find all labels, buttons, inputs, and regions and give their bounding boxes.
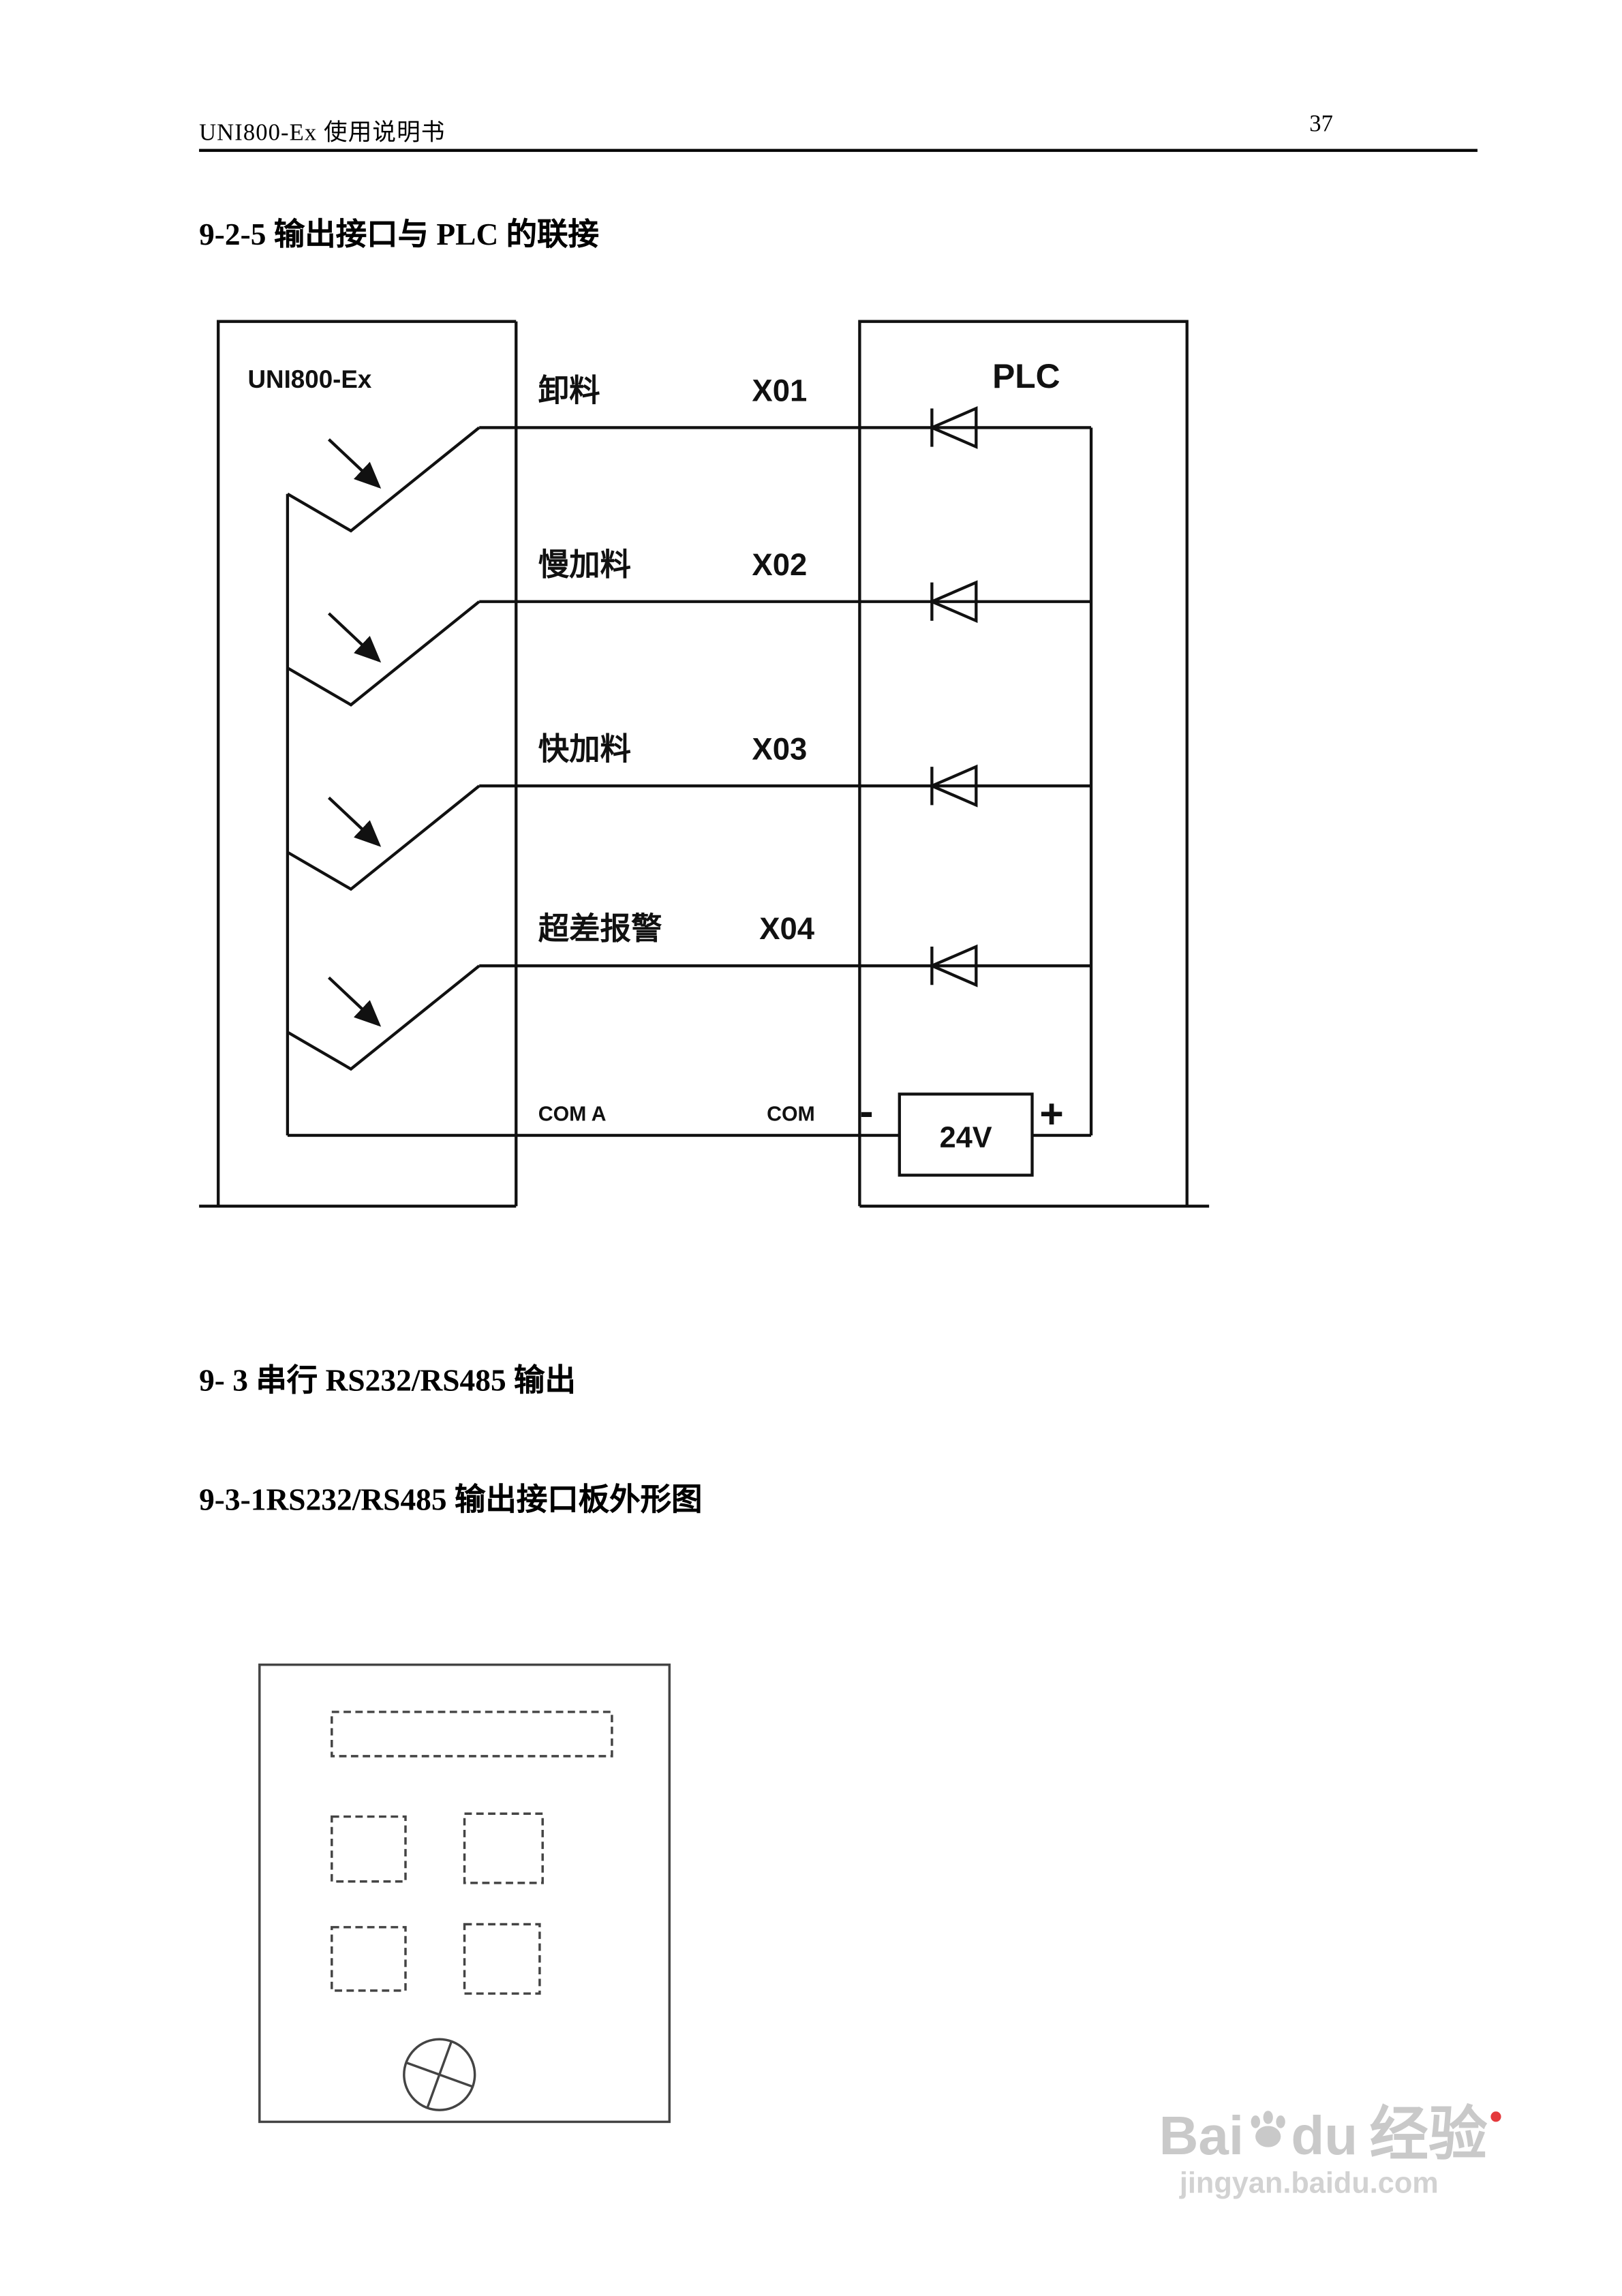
diode-x03 bbox=[928, 764, 978, 808]
transistor-x02 bbox=[286, 600, 480, 707]
rs232-rs485-board-outline bbox=[258, 1663, 671, 2124]
device-label: UNI800-Ex bbox=[247, 365, 371, 393]
board-frame bbox=[258, 1663, 671, 2124]
transistor-x03 bbox=[286, 784, 480, 891]
device-outline bbox=[199, 320, 518, 1208]
plc-label: PLC bbox=[992, 357, 1060, 395]
watermark-url: jingyan.baidu.com bbox=[1179, 2167, 1439, 2201]
row2-name: 慢加料 bbox=[538, 547, 631, 582]
mounting-hole-icon bbox=[403, 2038, 476, 2111]
supply-24v: 24V - + bbox=[859, 1088, 1064, 1177]
watermark-bai-text: Bai bbox=[1159, 2104, 1244, 2166]
watermark-du-text: du bbox=[1291, 2104, 1358, 2166]
com-a-label: COM A bbox=[538, 1103, 607, 1125]
header-rule bbox=[199, 149, 1478, 152]
transistor-x04 bbox=[286, 964, 480, 1071]
supply-24v-label: 24V bbox=[940, 1121, 992, 1154]
com-label: COM bbox=[767, 1103, 815, 1125]
row4-terminal: X04 bbox=[759, 911, 815, 946]
output-wires bbox=[479, 426, 1092, 968]
row4-name: 超差报警 bbox=[538, 911, 662, 946]
diode-x01 bbox=[928, 406, 978, 449]
common-rail bbox=[286, 427, 1093, 1137]
baidu-paw-icon bbox=[1250, 2111, 1285, 2147]
watermark-logo: Bai du 经验 bbox=[1159, 2106, 1501, 2165]
row3-name: 快加料 bbox=[538, 731, 631, 766]
plc-outline bbox=[858, 320, 1210, 1208]
board-connector-slot bbox=[331, 1711, 613, 1758]
supply-plus-sign: + bbox=[1039, 1090, 1063, 1137]
supply-minus-sign: - bbox=[859, 1088, 873, 1134]
doc-header-title: UNI800-Ex 使用说明书 bbox=[199, 121, 446, 147]
watermark: Bai du 经验 jingyan.baidu.com bbox=[1159, 2106, 1501, 2202]
row1-name: 卸料 bbox=[538, 373, 600, 408]
heading-9-3: 9- 3 串行 RS232/RS485 输出 bbox=[199, 1362, 576, 1398]
heading-9-2-5: 9-2-5 输出接口与 PLC 的联接 bbox=[199, 217, 599, 252]
diode-x04 bbox=[928, 944, 978, 988]
row3-terminal: X03 bbox=[752, 731, 807, 766]
output-plc-wiring-diagram: 24V - + UNI800-Ex PLC 卸料 X01 慢加料 X02 快加料… bbox=[199, 320, 1210, 1208]
row1-terminal: X01 bbox=[752, 373, 807, 408]
watermark-cn-text: 经验 bbox=[1369, 2102, 1488, 2168]
heading-9-3-1: 9-3-1RS232/RS485 输出接口板外形图 bbox=[199, 1482, 703, 1518]
transistor-x01 bbox=[286, 426, 480, 533]
watermark-red-dot-icon bbox=[1490, 2111, 1501, 2122]
page-number: 37 bbox=[1309, 112, 1333, 138]
diode-x02 bbox=[928, 580, 978, 624]
row2-terminal: X02 bbox=[752, 547, 807, 582]
board-component-pads bbox=[331, 1812, 544, 1995]
